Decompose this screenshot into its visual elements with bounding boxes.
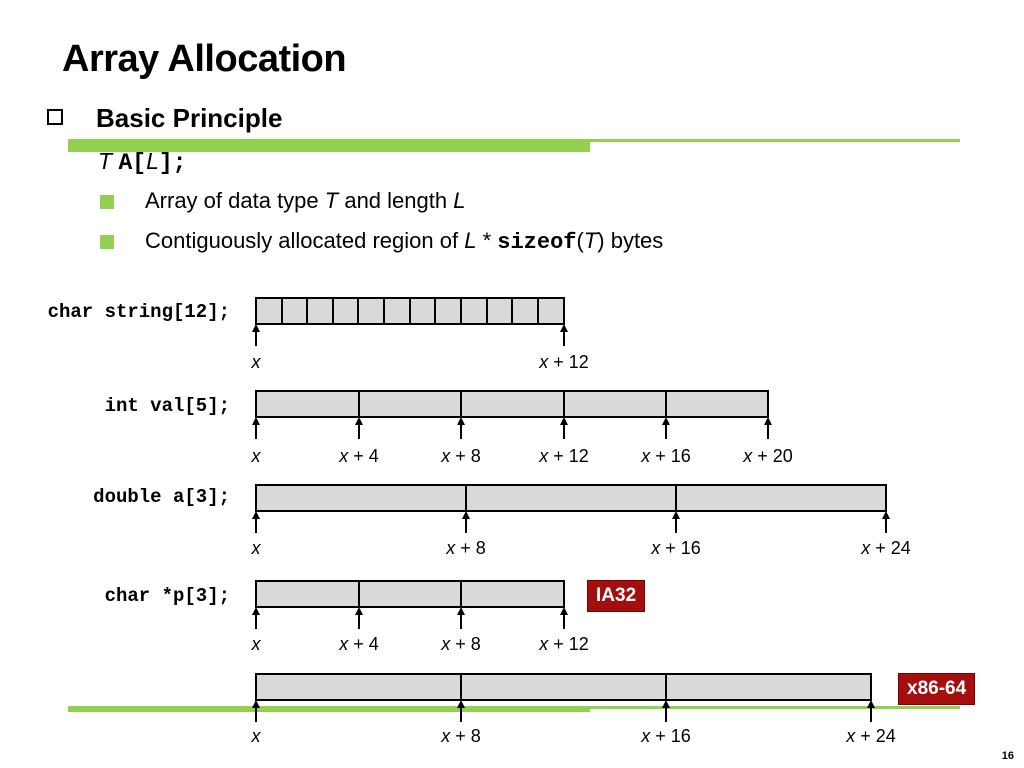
principle-heading: Basic Principle <box>96 103 283 133</box>
arrow-head-icon <box>457 607 465 615</box>
arrow-head-icon <box>560 324 568 332</box>
address-label: x + 12 <box>538 352 589 372</box>
address-label: x + 12 <box>538 634 589 654</box>
arrow-head-icon <box>882 511 890 519</box>
row-label-char-ptr: char *p[3]; <box>104 585 230 607</box>
arrow-head-icon <box>252 511 260 519</box>
arrow-head-icon <box>867 700 875 708</box>
decl-close: ]; <box>158 150 187 176</box>
arrow-head-icon <box>662 700 670 708</box>
address-label: x + 4 <box>338 634 379 654</box>
address-label: x + 8 <box>445 538 486 558</box>
address-label: x <box>251 538 262 558</box>
address-label: x + 8 <box>440 634 481 654</box>
arrow-head-icon <box>560 417 568 425</box>
hollow-square-bullet-icon <box>47 109 63 125</box>
address-label: x + 16 <box>650 538 701 558</box>
arrow-head-icon <box>662 417 670 425</box>
address-label: x <box>251 352 262 372</box>
address-label: x + 16 <box>640 726 691 746</box>
x86-64-badge: x86-64 <box>898 673 976 705</box>
address-label: x + 16 <box>640 446 691 466</box>
memory-block <box>255 673 872 701</box>
address-label: x <box>251 446 262 466</box>
memory-block <box>255 390 769 418</box>
address-label: x + 24 <box>845 726 896 746</box>
ia32-badge: IA32 <box>587 580 646 612</box>
address-label: x + 8 <box>440 446 481 466</box>
arrow-head-icon <box>457 417 465 425</box>
arrow-head-icon <box>355 607 363 615</box>
row-label-char-string: char string[12]; <box>47 301 230 323</box>
decl-length: L <box>146 148 159 174</box>
bottom-divider-accent <box>68 706 590 712</box>
array-declaration: T A[L]; <box>98 148 186 176</box>
row-label-int-val: int val[5]; <box>104 395 230 417</box>
arrow-head-icon <box>672 511 680 519</box>
arrow-head-icon <box>355 417 363 425</box>
row-label-double-a: double a[3]; <box>93 486 230 508</box>
green-square-bullet-icon <box>100 235 114 249</box>
address-label: x <box>251 726 262 746</box>
arrow-head-icon <box>462 511 470 519</box>
arrow-head-icon <box>560 607 568 615</box>
arrow-head-icon <box>764 417 772 425</box>
memory-block <box>255 484 887 512</box>
arrow-head-icon <box>252 700 260 708</box>
decl-array: A[ <box>118 150 147 176</box>
address-label: x + 12 <box>538 446 589 466</box>
page-title: Array Allocation <box>62 38 347 80</box>
green-square-bullet-icon <box>100 195 114 209</box>
address-label: x + 24 <box>860 538 911 558</box>
address-label: x <box>251 634 262 654</box>
arrow-head-icon <box>457 700 465 708</box>
arrow-head-icon <box>252 417 260 425</box>
arrow-head-icon <box>252 324 260 332</box>
top-divider-accent <box>68 139 590 152</box>
memory-block <box>255 580 565 608</box>
decl-type: T <box>98 148 113 174</box>
page-number: 16 <box>1001 750 1014 762</box>
address-label: x + 8 <box>440 726 481 746</box>
address-label: x + 4 <box>338 446 379 466</box>
address-label: x + 20 <box>742 446 793 466</box>
arrow-head-icon <box>252 607 260 615</box>
